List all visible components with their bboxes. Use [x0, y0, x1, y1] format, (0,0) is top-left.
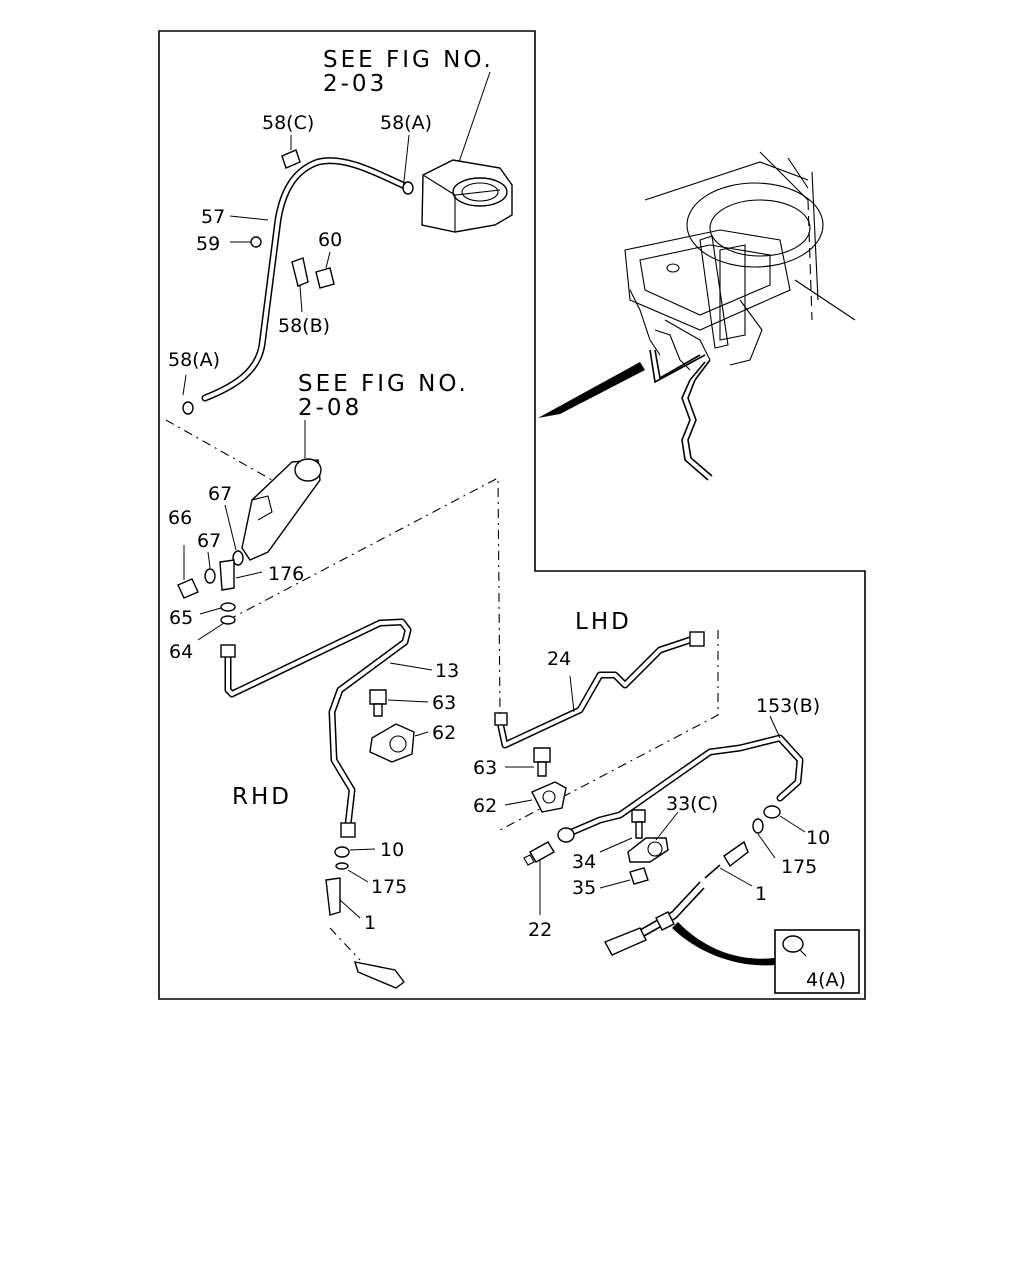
fig-ref-top-line2: 2-03 — [323, 71, 387, 97]
hose-clamp-58c — [281, 135, 301, 169]
part-63-rhd-label: 63 — [432, 692, 456, 714]
bolt-34 — [599, 809, 646, 853]
part-176-label: 176 — [268, 563, 304, 585]
nut-10-rhd — [334, 846, 376, 858]
washer-67 — [204, 551, 216, 584]
variant-rhd-label: RHD — [232, 784, 292, 810]
part-4a-label: 4(A) — [806, 969, 846, 991]
hose-1-rhd — [325, 877, 405, 989]
part-62-lhd-label: 62 — [473, 795, 497, 817]
clip-59 — [230, 236, 262, 248]
fig-ref-mid-line1: SEE FIG NO. — [298, 371, 469, 397]
washer-64 — [197, 615, 236, 641]
clip-175-rhd — [335, 862, 369, 883]
fitting-22 — [523, 841, 555, 915]
nut-10-lhd — [763, 805, 806, 833]
part-58c-label: 58(C) — [262, 112, 314, 134]
hose-1-lhd — [604, 840, 775, 966]
clamp-33c — [627, 811, 679, 863]
hose-clamp-58a-left — [182, 374, 194, 415]
washer-67-top — [224, 504, 244, 566]
part-57-label: 57 — [201, 206, 225, 228]
part-10-lhd-label: 10 — [806, 827, 830, 849]
diagram-frame — [158, 30, 866, 1000]
part-66-label: 66 — [168, 507, 192, 529]
union-176 — [219, 559, 263, 591]
bolt-63-rhd — [369, 689, 429, 717]
bolt-66 — [177, 545, 199, 599]
bracket-58b — [291, 257, 309, 313]
nut-35 — [599, 867, 649, 889]
part-63-lhd-label: 63 — [473, 757, 497, 779]
vehicle-inset-illustration — [538, 151, 856, 481]
part-33c-label: 33(C) — [666, 793, 718, 815]
fig-ref-mid-line2: 2-08 — [298, 395, 362, 421]
part-24-label: 24 — [547, 648, 571, 670]
bolt-60 — [315, 251, 335, 289]
master-cylinder — [241, 458, 322, 561]
part-153b-label: 153(B) — [756, 695, 820, 717]
part-175-rhd-label: 175 — [371, 876, 407, 898]
part-34-label: 34 — [572, 851, 596, 873]
clip-62-lhd — [504, 781, 567, 813]
part-58a-left-label: 58(A) — [168, 349, 220, 371]
fig-ref-top-line1: SEE FIG NO. — [323, 47, 494, 73]
variant-lhd-label: LHD — [575, 609, 632, 635]
part-1-rhd-label: 1 — [364, 912, 376, 934]
part-35-label: 35 — [572, 877, 596, 899]
callout-box-4a — [774, 929, 860, 994]
bolt-63-lhd — [505, 747, 551, 777]
part-1-lhd-label: 1 — [755, 883, 767, 905]
part-67-top-label: 67 — [208, 483, 232, 505]
part-58b-label: 58(B) — [278, 315, 330, 337]
part-58a-top-label: 58(A) — [380, 112, 432, 134]
clip-175-lhd — [752, 818, 776, 859]
part-13-label: 13 — [435, 660, 459, 682]
part-62-rhd-label: 62 — [432, 722, 456, 744]
clutch-pipe-24 — [496, 636, 694, 749]
part-65-label: 65 — [169, 607, 193, 629]
reservoir-tank — [421, 159, 513, 233]
clip-62-rhd — [369, 723, 429, 763]
part-59-label: 59 — [196, 233, 220, 255]
part-22-label: 22 — [528, 919, 552, 941]
part-64-label: 64 — [169, 641, 193, 663]
part-67-label: 67 — [197, 530, 221, 552]
part-175-lhd-label: 175 — [781, 856, 817, 878]
washer-65 — [199, 602, 236, 615]
hose-clamp-58a-top — [402, 134, 414, 195]
part-10-rhd-label: 10 — [380, 839, 404, 861]
part-60-label: 60 — [318, 229, 342, 251]
